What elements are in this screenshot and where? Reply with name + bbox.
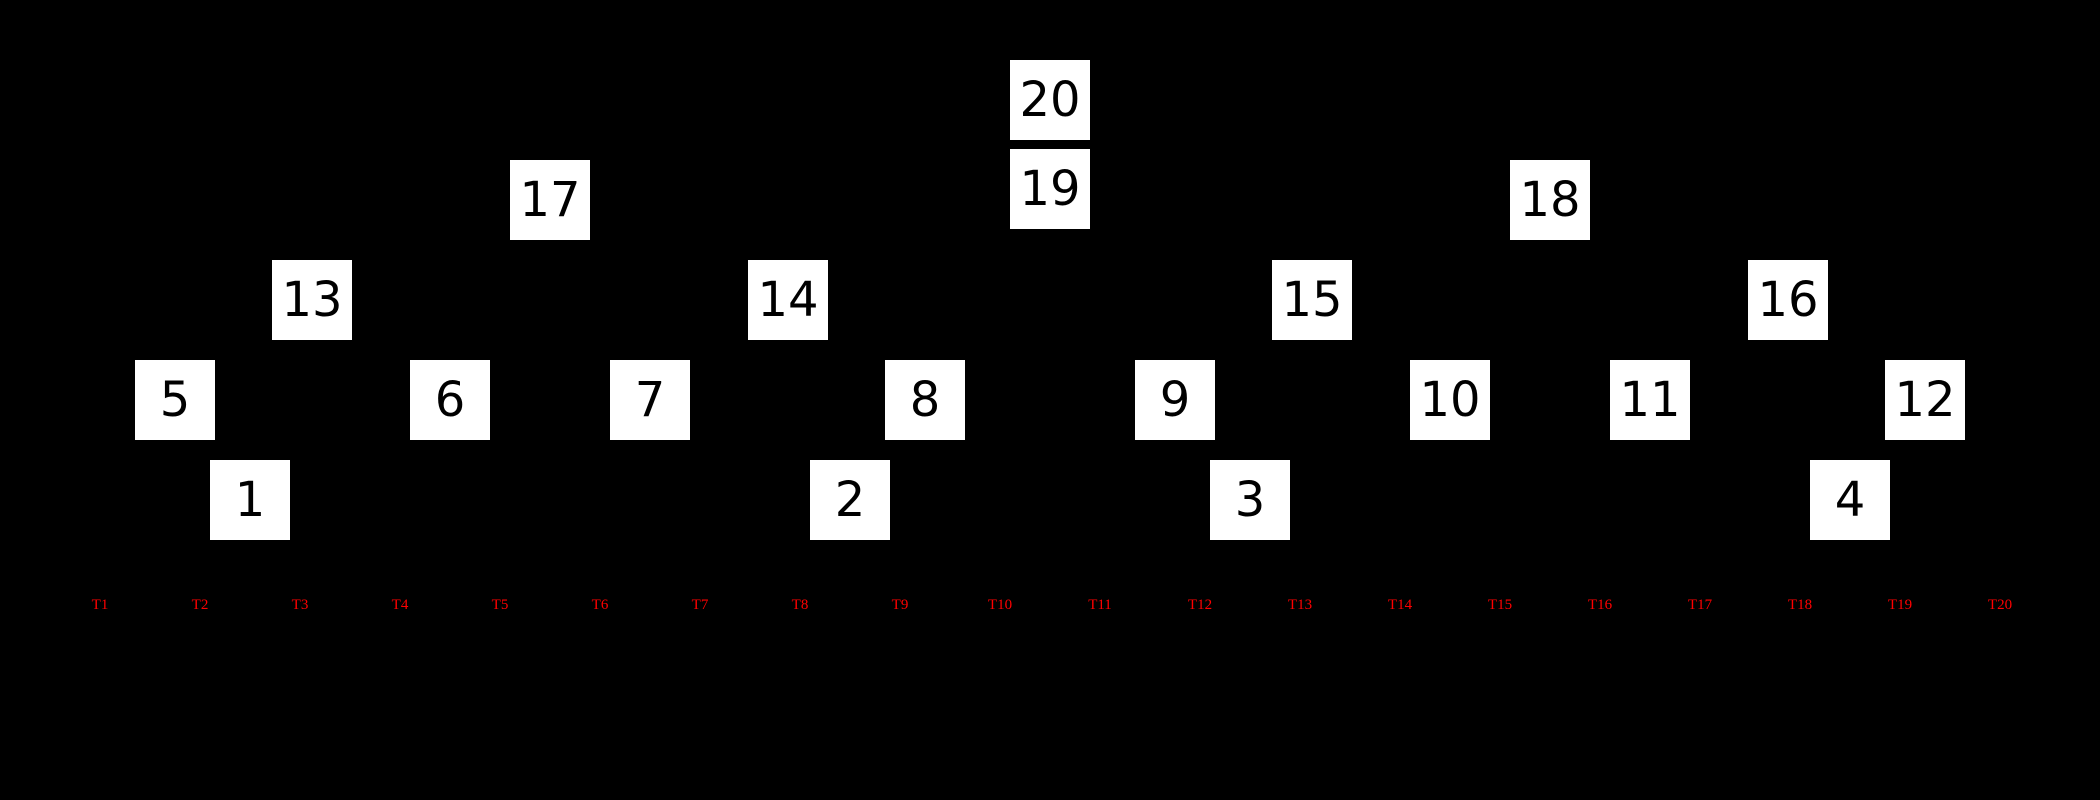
tree-node-6: 6 <box>410 360 490 440</box>
tree-node-11: 11 <box>1610 360 1690 440</box>
tree-node-2: 2 <box>810 460 890 540</box>
leaf-label-t2: T2 <box>191 597 209 613</box>
tree-node-9: 9 <box>1135 360 1215 440</box>
leaf-label-t10: T10 <box>987 597 1013 613</box>
leaf-label-t17: T17 <box>1687 597 1713 613</box>
leaf-label-t5: T5 <box>491 597 509 613</box>
tree-node-15: 15 <box>1272 260 1352 340</box>
tree-node-1: 1 <box>210 460 290 540</box>
leaf-label-t8: T8 <box>791 597 809 613</box>
leaf-label-t14: T14 <box>1387 597 1413 613</box>
tree-node-3: 3 <box>1210 460 1290 540</box>
leaf-label-t1: T1 <box>91 597 109 613</box>
leaf-label-t13: T13 <box>1287 597 1313 613</box>
leaf-label-t19: T19 <box>1887 597 1913 613</box>
tree-node-4: 4 <box>1810 460 1890 540</box>
tree-node-12: 12 <box>1885 360 1965 440</box>
leaf-label-t20: T20 <box>1987 597 2013 613</box>
leaf-label-t3: T3 <box>291 597 309 613</box>
leaf-label-t15: T15 <box>1487 597 1513 613</box>
tree-node-20: 20 <box>1010 60 1090 140</box>
tree-node-8: 8 <box>885 360 965 440</box>
leaf-label-t4: T4 <box>391 597 409 613</box>
tree-node-13: 13 <box>272 260 352 340</box>
tree-node-10: 10 <box>1410 360 1490 440</box>
leaf-label-t16: T16 <box>1587 597 1613 613</box>
tree-node-16: 16 <box>1748 260 1828 340</box>
leaf-label-t9: T9 <box>891 597 909 613</box>
tree-node-7: 7 <box>610 360 690 440</box>
leaf-label-t11: T11 <box>1088 597 1112 613</box>
leaf-label-t12: T12 <box>1187 597 1213 613</box>
tree-node-5: 5 <box>135 360 215 440</box>
tree-node-17: 17 <box>510 160 590 240</box>
tree-node-19: 19 <box>1010 149 1090 229</box>
leaf-label-t6: T6 <box>591 597 609 613</box>
tree-node-18: 18 <box>1510 160 1590 240</box>
leaf-label-t7: T7 <box>691 597 709 613</box>
leaf-label-t18: T18 <box>1787 597 1813 613</box>
tree-node-14: 14 <box>748 260 828 340</box>
